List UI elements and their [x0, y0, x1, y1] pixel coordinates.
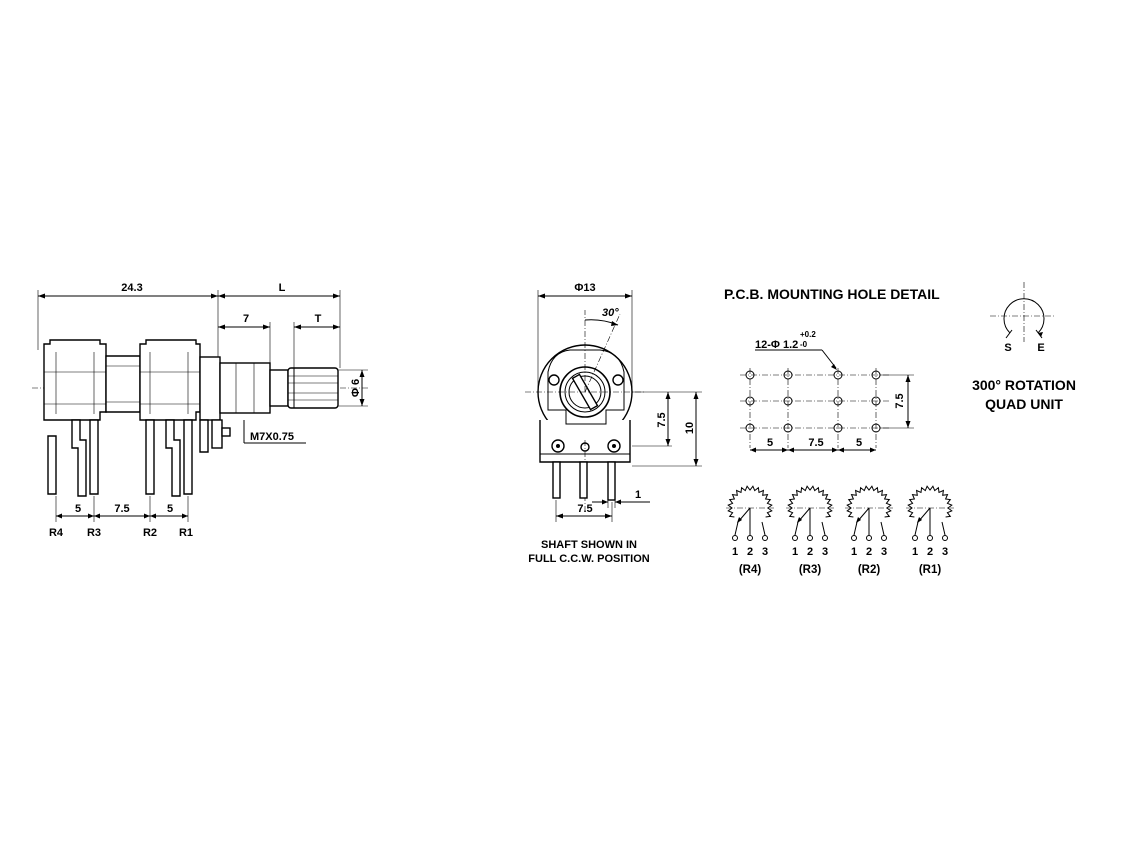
- lead: [941, 521, 946, 536]
- resistor-track: [787, 485, 833, 518]
- resistor-track: [907, 485, 953, 518]
- terminal-pad: [881, 535, 887, 541]
- dim-front-pitch: 7.5: [577, 503, 592, 515]
- rotation-symbol: S E 300° ROTATION QUAD UNIT: [972, 282, 1076, 412]
- dim-row-pitch: 7.5: [894, 393, 906, 408]
- side-view: 24.3 L 7 T Φ 6 M7X0.75: [32, 282, 368, 539]
- pin-number: 1: [912, 546, 918, 558]
- unit-label: (R4): [739, 564, 762, 576]
- pin-label-r1: R1: [179, 527, 193, 539]
- dim-hole-b: 7.5: [808, 437, 823, 449]
- dim-height-b: 10: [684, 422, 696, 434]
- pin-label-r2: R2: [143, 527, 157, 539]
- wiper-arrow: [917, 517, 922, 523]
- dim-hole-c: 5: [856, 437, 862, 449]
- unit-label: (R2): [858, 564, 881, 576]
- dim-pitch-c: 5: [167, 503, 173, 515]
- dim-terminal-width: 1: [635, 489, 641, 501]
- terminal-pad: [927, 535, 933, 541]
- rotation-end-label: E: [1037, 342, 1044, 354]
- pin-number: 3: [881, 546, 887, 558]
- unit-label: (R3): [799, 564, 822, 576]
- dim-knurl-length: T: [315, 313, 322, 325]
- terminal-pad: [762, 535, 768, 541]
- dim-shaft-length: L: [279, 282, 286, 294]
- caption-line1: SHAFT SHOWN IN: [541, 539, 637, 551]
- terminal-pad: [792, 535, 798, 541]
- dim-angle: 30°: [602, 307, 619, 319]
- pcb-hole-detail: P.C.B. MOUNTING HOLE DETAIL 12-Φ 1.2 +0.…: [724, 286, 940, 453]
- pcb-title: P.C.B. MOUNTING HOLE DETAIL: [724, 286, 940, 302]
- front-view: Φ13 30°: [525, 282, 702, 565]
- wiper-arrow: [797, 517, 802, 523]
- dim-bushing-length: 7: [243, 313, 249, 325]
- pin-number: 3: [762, 546, 768, 558]
- terminal-pad: [912, 535, 918, 541]
- resistor-track: [727, 485, 773, 518]
- dim-body-diameter: Φ13: [574, 282, 595, 294]
- dim-shaft-diameter: Φ 6: [350, 379, 362, 397]
- terminal-pad: [807, 535, 813, 541]
- terminal-pad: [822, 535, 828, 541]
- dim-pitch-a: 5: [75, 503, 81, 515]
- terminal-pad: [866, 535, 872, 541]
- resistor-track: [846, 485, 892, 518]
- pin-number: 2: [747, 546, 753, 558]
- lead: [734, 521, 739, 536]
- rotation-start-label: S: [1004, 342, 1011, 354]
- pin-number: 3: [822, 546, 828, 558]
- lead: [880, 521, 885, 536]
- pin-number: 1: [792, 546, 798, 558]
- hole-tol-minus: -0: [800, 340, 808, 349]
- terminal-pad: [732, 535, 738, 541]
- pin-number: 1: [851, 546, 857, 558]
- terminal-pad: [942, 535, 948, 541]
- wiper-arrow: [856, 517, 861, 523]
- thread-spec: M7X0.75: [250, 431, 294, 443]
- terminal-pad: [851, 535, 857, 541]
- lead: [821, 521, 826, 536]
- pin-number: 2: [807, 546, 813, 558]
- pin-label-r3: R3: [87, 527, 101, 539]
- caption-line2: FULL C.C.W. POSITION: [528, 553, 649, 565]
- hole-grid: [745, 370, 881, 433]
- pin-number: 2: [927, 546, 933, 558]
- hole-spec: 12-Φ 1.2: [755, 339, 798, 351]
- pin-number: 3: [942, 546, 948, 558]
- pin-label-r4: R4: [49, 527, 64, 539]
- unit-label: (R1): [919, 564, 942, 576]
- pin-number: 2: [866, 546, 872, 558]
- dim-height-a: 7.5: [656, 412, 668, 427]
- lead: [853, 521, 858, 536]
- terminal-pad: [747, 535, 753, 541]
- lead: [761, 521, 766, 536]
- rotation-line2: QUAD UNIT: [985, 396, 1063, 412]
- dim-pitch-b: 7.5: [114, 503, 129, 515]
- dim-hole-a: 5: [767, 437, 773, 449]
- pin-number: 1: [732, 546, 738, 558]
- lead: [914, 521, 919, 536]
- wiper-arrow: [737, 517, 742, 523]
- dim-body-length: 24.3: [121, 282, 142, 294]
- lead: [794, 521, 799, 536]
- rotation-line1: 300° ROTATION: [972, 377, 1076, 393]
- hole-tol-plus: +0.2: [800, 330, 816, 339]
